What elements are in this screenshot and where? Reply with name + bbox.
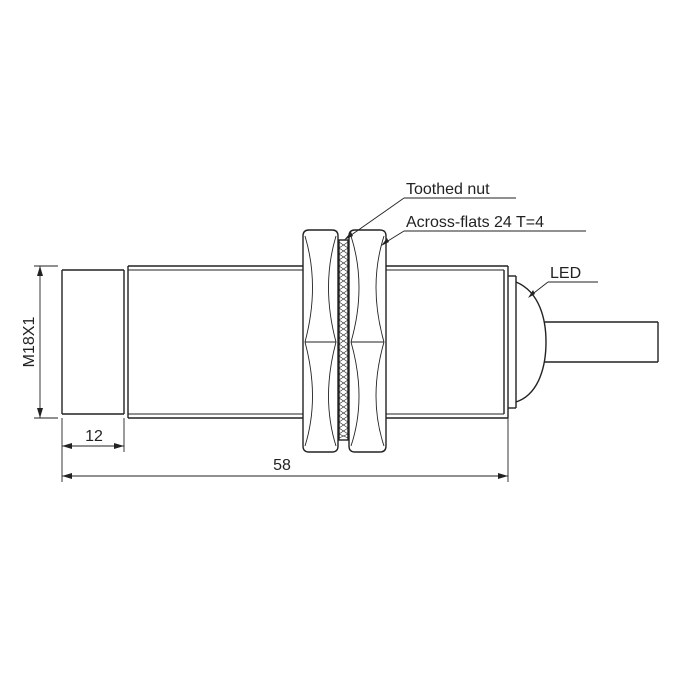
across-flats-label: Across-flats 24 T=4 bbox=[406, 214, 544, 231]
thread-dimension: M18X1 bbox=[21, 265, 58, 419]
front-length-label: 12 bbox=[85, 428, 103, 445]
hex-nut-right bbox=[348, 229, 387, 453]
rear-cap bbox=[508, 275, 547, 409]
washer-knurl bbox=[338, 241, 349, 439]
toothed-nut-label: Toothed nut bbox=[406, 181, 490, 198]
total-length-dimension: 58 bbox=[62, 418, 509, 482]
hex-nut-left bbox=[302, 229, 339, 453]
front-length-dimension: 12 bbox=[61, 418, 125, 482]
toothed-washer bbox=[338, 239, 349, 441]
across-flats-callout: Across-flats 24 T=4 bbox=[381, 214, 586, 246]
thread-dimension-label: M18X1 bbox=[21, 317, 38, 368]
cable bbox=[544, 321, 659, 363]
threaded-body bbox=[127, 265, 509, 419]
total-length-label: 58 bbox=[273, 457, 291, 474]
led-label: LED bbox=[550, 265, 581, 282]
toothed-nut-callout: Toothed nut bbox=[344, 181, 516, 240]
led-callout: LED bbox=[528, 265, 598, 298]
sensing-face bbox=[61, 269, 125, 415]
